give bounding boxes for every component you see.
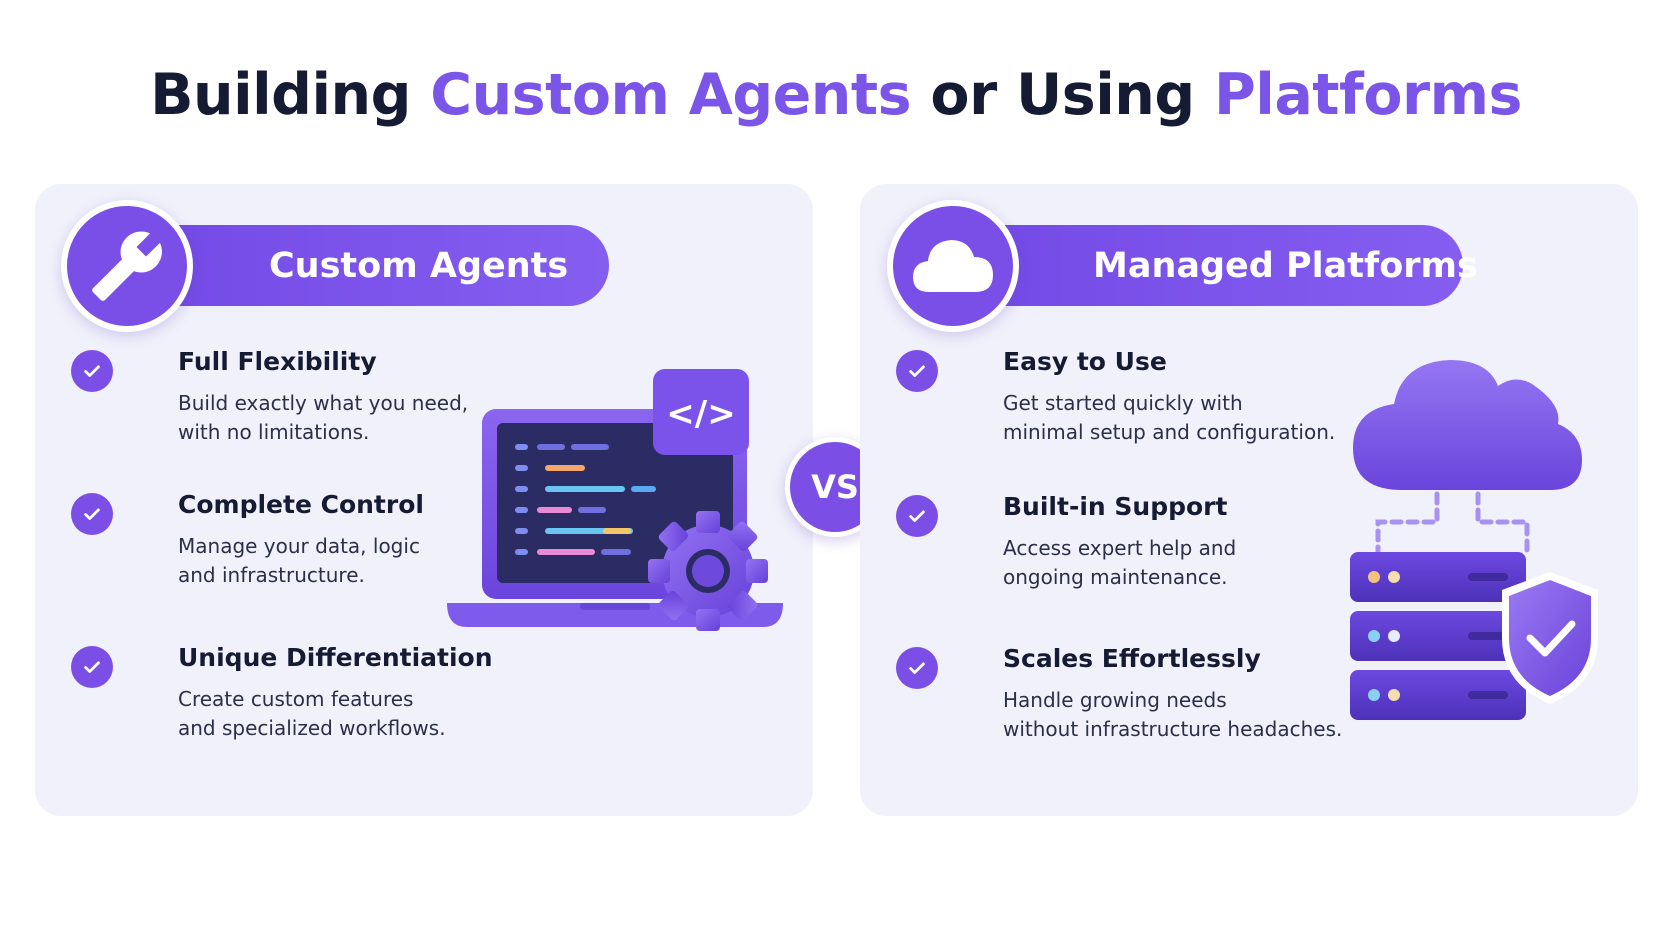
laptop-code-illustration: </> — [445, 369, 815, 669]
managed-platforms-panel: Managed Platforms Easy to Use Get starte… — [860, 184, 1638, 816]
cloud-icon — [1353, 360, 1582, 490]
check-icon — [71, 646, 113, 688]
custom-agents-header: Custom Agents — [137, 225, 609, 306]
feature-description: Create custom features and specialized w… — [178, 687, 446, 740]
feature-description: Get started quickly with minimal setup a… — [1003, 391, 1336, 444]
feature-description: Handle growing needs without infrastruct… — [1003, 688, 1343, 741]
server-stack-icon — [1350, 552, 1526, 720]
code-badge-text: </> — [666, 394, 735, 434]
custom-agents-panel: Custom Agents Full Flexibility Build exa… — [35, 184, 813, 816]
check-icon — [896, 350, 938, 392]
check-icon — [71, 493, 113, 535]
managed-platforms-header: Managed Platforms — [963, 225, 1478, 306]
title-part-platforms: Platforms — [1214, 62, 1522, 128]
feature-description: Build exactly what you need, with no lim… — [178, 391, 469, 444]
feature-title: Easy to Use — [1003, 347, 1167, 376]
managed-platforms-header-label: Managed Platforms — [1093, 245, 1478, 286]
cloud-icon — [887, 200, 1019, 332]
title-part-or-using: or Using — [911, 62, 1214, 128]
wrench-icon — [61, 200, 193, 332]
page-title: Building Custom Agents or Using Platform… — [0, 62, 1672, 128]
cloud-server-illustration — [1350, 344, 1638, 724]
check-icon — [896, 647, 938, 689]
code-brackets-icon: </> — [653, 369, 749, 455]
feature-title: Built-in Support — [1003, 492, 1228, 521]
feature-title: Scales Effortlessly — [1003, 644, 1261, 673]
title-part-custom-agents: Custom Agents — [430, 62, 912, 128]
gear-icon — [648, 511, 768, 631]
feature-title: Full Flexibility — [178, 347, 377, 376]
feature-description: Access expert help and ongoing maintenan… — [1003, 536, 1237, 589]
title-part-building: Building — [150, 62, 431, 128]
feature-title: Unique Differentiation — [178, 643, 493, 672]
check-icon — [896, 495, 938, 537]
custom-agents-header-label: Custom Agents — [269, 245, 569, 286]
shield-check-icon — [1502, 572, 1598, 704]
check-icon — [71, 350, 113, 392]
feature-description: Manage your data, logic and infrastructu… — [178, 534, 420, 587]
feature-title: Complete Control — [178, 490, 424, 519]
